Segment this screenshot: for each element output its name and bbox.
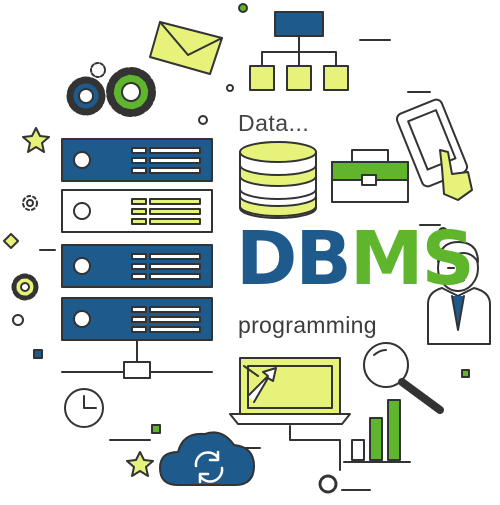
user-icon	[427, 241, 491, 345]
title-part-db: DB	[236, 216, 352, 302]
title-part-ms: MS	[349, 216, 475, 302]
clock-icon	[64, 388, 104, 428]
server-rack-icon	[61, 138, 213, 379]
data-label: Data...	[238, 110, 310, 136]
subtitle: programming	[238, 312, 377, 338]
server-unit	[61, 244, 213, 288]
server-unit	[61, 189, 213, 233]
gear-icon	[318, 474, 338, 494]
server-unit	[61, 297, 213, 341]
smartphone-icon	[395, 98, 473, 201]
bar-chart-icon	[343, 399, 411, 463]
magnifier-icon	[363, 342, 444, 414]
decorative-dots	[2, 3, 470, 434]
page-title: DBMS	[236, 222, 475, 296]
database-icon	[239, 141, 317, 219]
gear-icon	[11, 62, 156, 301]
hierarchy-icon	[249, 11, 349, 91]
envelope-icon	[149, 21, 223, 75]
briefcase-icon	[331, 149, 409, 203]
laptop-icon	[214, 357, 351, 471]
server-unit	[61, 138, 213, 182]
cloud-sync-icon	[159, 431, 255, 486]
star-icon	[22, 127, 154, 477]
